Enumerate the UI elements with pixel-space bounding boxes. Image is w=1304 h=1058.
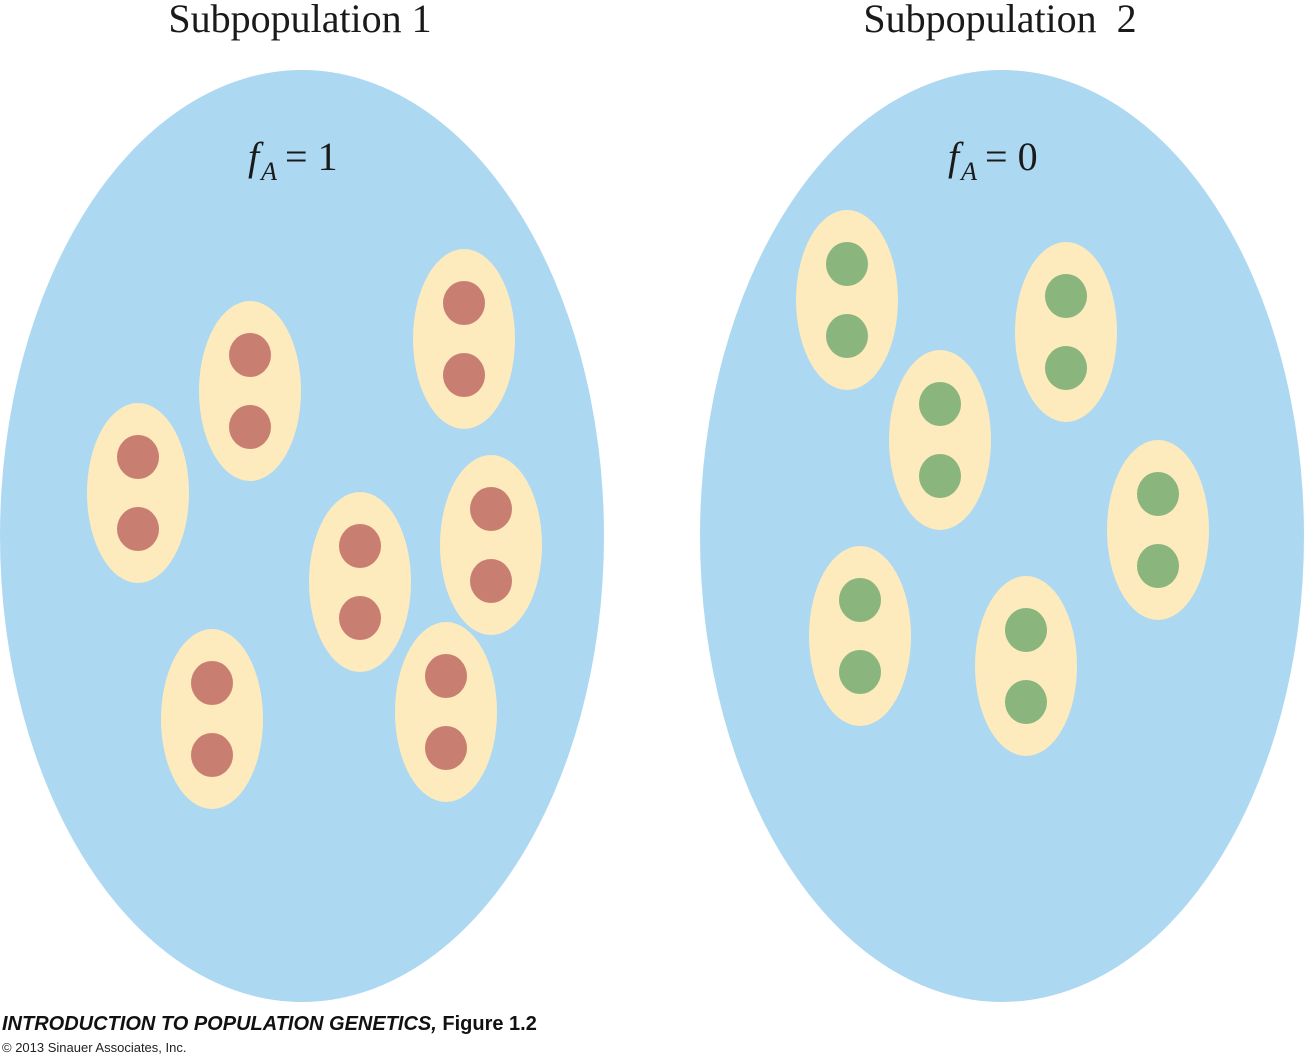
allele-copy: [919, 382, 961, 426]
individual: [809, 546, 911, 726]
book-title: INTRODUCTION TO POPULATION GENETICS,: [2, 1013, 437, 1035]
individual-body: [796, 210, 898, 390]
allele-copy: [191, 661, 233, 705]
individual-body: [809, 546, 911, 726]
allele-copy: [191, 733, 233, 777]
figure-caption: INTRODUCTION TO POPULATION GENETICS, Fig…: [2, 1013, 537, 1036]
individual-body: [1107, 440, 1209, 620]
subpopulation-1: Subpopulation 1 fA= 1: [0, 0, 604, 1002]
individual-body: [199, 301, 301, 481]
allele-copy: [839, 650, 881, 694]
individual: [87, 403, 189, 583]
allele-copy: [425, 654, 467, 698]
allele-copy: [1137, 472, 1179, 516]
subpopulation-1-title: Subpopulation 1: [168, 0, 431, 41]
individual-body: [413, 249, 515, 429]
individual-body: [975, 576, 1077, 756]
individual: [975, 576, 1077, 756]
individual: [796, 210, 898, 390]
allele-copy: [339, 596, 381, 640]
individual-body: [1015, 242, 1117, 422]
individual-body: [309, 492, 411, 672]
individual: [395, 622, 497, 802]
allele-copy: [443, 353, 485, 397]
allele-copy: [839, 578, 881, 622]
allele-copy: [1005, 680, 1047, 724]
individual-body: [395, 622, 497, 802]
allele-copy: [1137, 544, 1179, 588]
subpopulation-2-title: Subpopulation 2: [863, 0, 1136, 41]
allele-copy: [1045, 346, 1087, 390]
subpopulation-2: Subpopulation 2 fA= 0: [700, 0, 1304, 1002]
individual: [413, 249, 515, 429]
individual: [309, 492, 411, 672]
individual: [440, 455, 542, 635]
allele-copy: [339, 524, 381, 568]
subpopulation-2-individuals: [796, 210, 1209, 756]
allele-copy: [443, 281, 485, 325]
allele-copy: [117, 507, 159, 551]
individual-body: [889, 350, 991, 530]
allele-copy: [425, 726, 467, 770]
individual-body: [87, 403, 189, 583]
individual: [889, 350, 991, 530]
copyright-notice: © 2013 Sinauer Associates, Inc.: [2, 1040, 187, 1055]
allele-copy: [1005, 608, 1047, 652]
allele-copy: [470, 487, 512, 531]
allele-copy: [117, 435, 159, 479]
frequency-value: = 0: [985, 134, 1038, 179]
frequency-value: = 1: [285, 134, 338, 179]
individual: [161, 629, 263, 809]
individual: [199, 301, 301, 481]
allele-copy: [826, 242, 868, 286]
subpopulation-2-boundary: [700, 70, 1304, 1002]
subpopulation-1-individuals: [87, 249, 542, 809]
allele-copy: [826, 314, 868, 358]
individual-body: [440, 455, 542, 635]
allele-copy: [229, 333, 271, 377]
allele-copy: [470, 559, 512, 603]
individual: [1015, 242, 1117, 422]
frequency-subscript: A: [259, 157, 277, 186]
allele-copy: [919, 454, 961, 498]
allele-copy: [229, 405, 271, 449]
individual: [1107, 440, 1209, 620]
figure-number: Figure 1.2: [442, 1013, 537, 1035]
frequency-subscript: A: [959, 157, 977, 186]
allele-copy: [1045, 274, 1087, 318]
individual-body: [161, 629, 263, 809]
